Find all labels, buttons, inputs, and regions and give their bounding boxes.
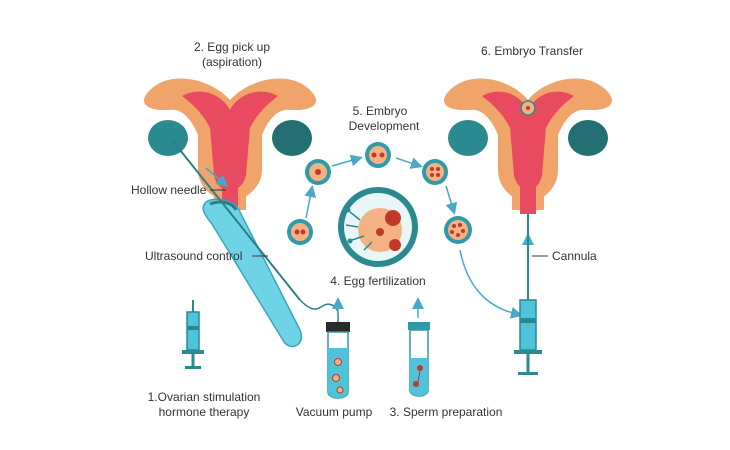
step2-label-line1: 2. Egg pick up bbox=[193, 40, 271, 54]
syringe-right bbox=[514, 299, 542, 375]
step1-label-line2: hormone therapy bbox=[158, 405, 250, 419]
vacuum-tube bbox=[326, 322, 350, 399]
step3-label: 3. Sperm preparation bbox=[389, 405, 503, 419]
step5-label-line1: 5. Embryo bbox=[352, 104, 408, 118]
hollow-needle bbox=[171, 139, 301, 301]
step5-label-line2: Development bbox=[348, 119, 420, 133]
ultrasound-label: Ultrasound control bbox=[145, 249, 243, 263]
step4-label: 4. Egg fertilization bbox=[330, 274, 426, 288]
fertilization-circle bbox=[338, 187, 418, 267]
cannula-label: Cannula bbox=[552, 249, 597, 263]
step6-label: 6. Embryo Transfer bbox=[480, 44, 584, 58]
needle-tube bbox=[299, 299, 339, 323]
vacuum-pump-label: Vacuum pump bbox=[295, 405, 373, 419]
hollow-needle-label: Hollow needle bbox=[131, 183, 207, 197]
sperm-tube bbox=[408, 322, 430, 397]
syringe-left bbox=[182, 300, 204, 369]
uterus-right bbox=[444, 78, 612, 214]
ultrasound-probe bbox=[202, 198, 303, 348]
step2-label-line2: (aspiration) bbox=[201, 55, 263, 69]
step1-label-line1: 1.Ovarian stimulation bbox=[147, 390, 261, 404]
embryo-cells bbox=[287, 142, 472, 245]
